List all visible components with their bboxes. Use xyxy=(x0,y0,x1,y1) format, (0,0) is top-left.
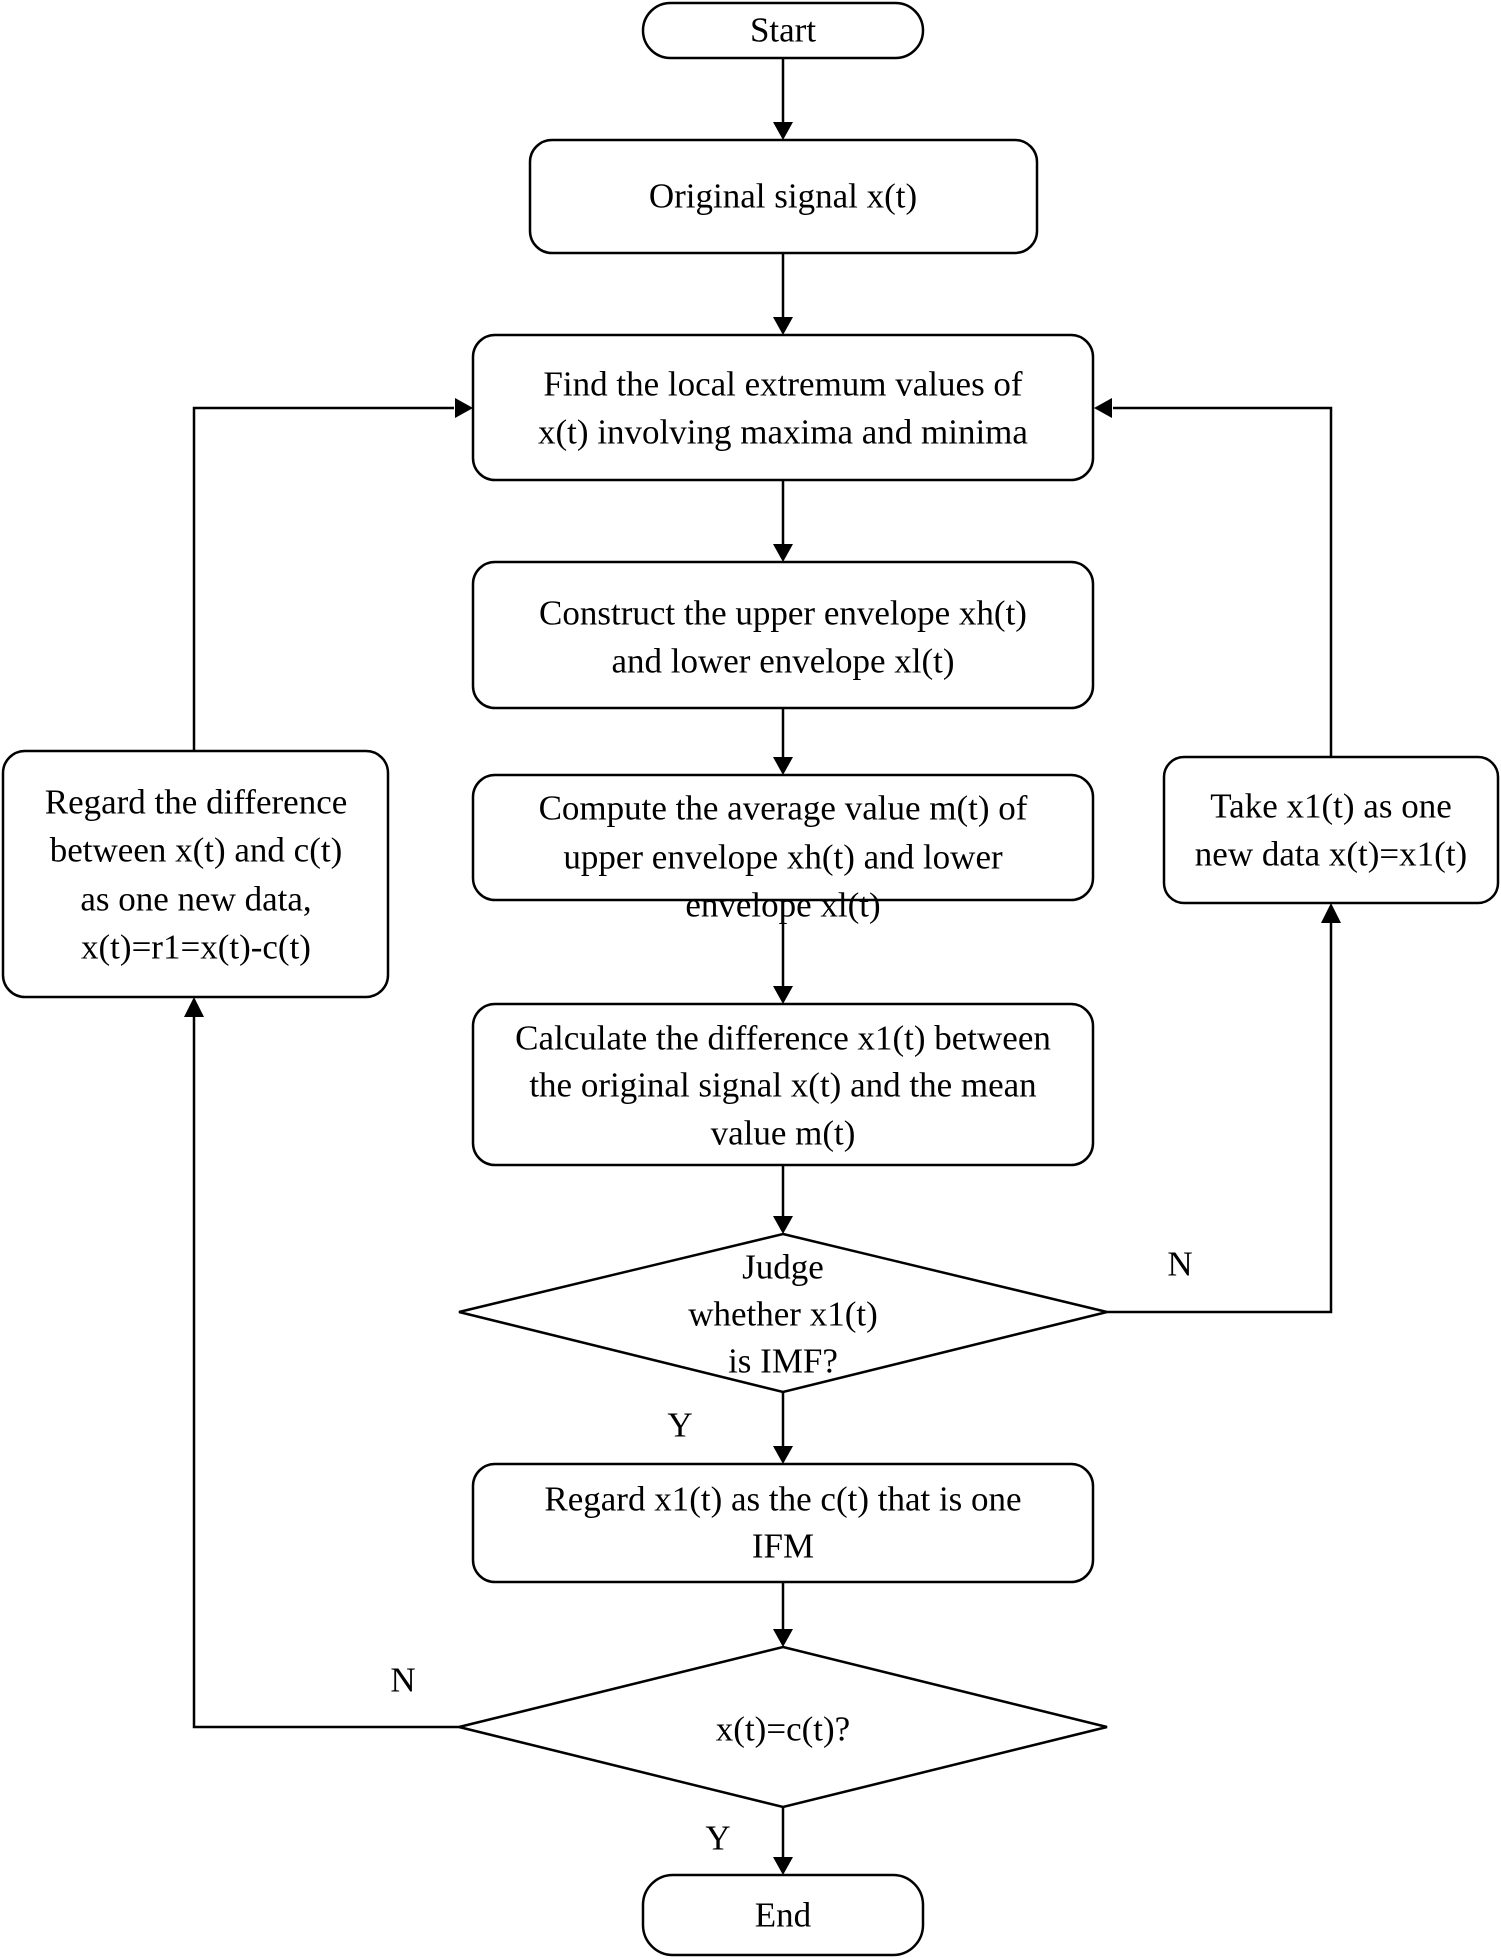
calculate-difference-line1: Calculate the difference x1(t) between xyxy=(515,1019,1051,1058)
connector-check-no-to-difference xyxy=(192,1016,459,1729)
end-terminal: End xyxy=(641,1873,925,1957)
connectors xyxy=(184,58,1341,1875)
arrowhead-take xyxy=(1321,903,1341,923)
find-extrema-box: Find the local extremum values of x(t) i… xyxy=(471,333,1095,482)
regard-difference-line3: as one new data, xyxy=(80,880,311,919)
arrowhead-end xyxy=(773,1857,793,1875)
regard-difference-box: Regard the difference between x(t) and c… xyxy=(1,749,390,999)
arrowhead-difference xyxy=(184,997,204,1017)
regard-difference-line4: x(t)=r1=x(t)-c(t) xyxy=(81,928,311,967)
judge-imf-line2: whether x1(t) xyxy=(688,1295,878,1334)
construct-envelope-line2: and lower envelope xl(t) xyxy=(611,642,954,681)
arrowhead-find-left xyxy=(455,398,473,418)
construct-envelope-line1: Construct the upper envelope xh(t) xyxy=(539,594,1027,633)
arrowhead-construct xyxy=(773,544,793,562)
calculate-difference-box: Calculate the difference x1(t) between t… xyxy=(471,1002,1095,1167)
judge-no-label: N xyxy=(1167,1245,1192,1284)
start-label: Start xyxy=(750,11,816,50)
arrowhead-find-right xyxy=(1094,398,1112,418)
regard-component-line2: IFM xyxy=(752,1527,814,1566)
compute-mean-line2: upper envelope xh(t) and lower xyxy=(563,838,1003,877)
connector-difference-to-find xyxy=(192,406,454,751)
arrowhead-judge xyxy=(773,1216,793,1234)
arrowhead-original xyxy=(773,122,793,140)
arrowhead-calculate xyxy=(773,986,793,1004)
regard-component-line1: Regard x1(t) as the c(t) that is one xyxy=(544,1480,1021,1519)
connector-take-to-find xyxy=(1113,406,1333,757)
take-new-data-line2: new data x(t)=x1(t) xyxy=(1195,835,1467,874)
arrowhead-check xyxy=(773,1629,793,1647)
original-signal-box: Original signal x(t) xyxy=(528,138,1039,255)
judge-imf-line1: Judge xyxy=(742,1248,824,1287)
end-label: End xyxy=(755,1896,812,1935)
calculate-difference-line2: the original signal x(t) and the mean xyxy=(529,1066,1036,1105)
regard-difference-line1: Regard the difference xyxy=(45,783,348,822)
find-extrema-line1: Find the local extremum values of xyxy=(543,365,1023,404)
arrowhead-compute xyxy=(773,757,793,775)
take-new-data-line1: Take x1(t) as one xyxy=(1210,787,1451,826)
construct-envelope-box: Construct the upper envelope xh(t) and l… xyxy=(471,560,1095,710)
check-equal-label: x(t)=c(t)? xyxy=(716,1710,850,1749)
check-yes-label: Y xyxy=(705,1819,730,1858)
original-signal-label: Original signal x(t) xyxy=(649,177,917,216)
calculate-difference-line3: value m(t) xyxy=(711,1114,856,1153)
judge-imf-line3: is IMF? xyxy=(728,1342,838,1381)
connector-judge-no-to-take xyxy=(1107,922,1333,1314)
judge-yes-label: Y xyxy=(667,1406,692,1445)
start-terminal: Start xyxy=(641,1,925,60)
find-extrema-line2: x(t) involving maxima and minima xyxy=(538,413,1028,452)
compute-mean-line1: Compute the average value m(t) of xyxy=(539,789,1028,828)
check-equal-decision: x(t)=c(t)? xyxy=(458,1645,1108,1809)
judge-imf-decision: Judge whether x1(t) is IMF? xyxy=(458,1232,1108,1394)
arrowhead-find xyxy=(773,317,793,335)
check-no-label: N xyxy=(390,1661,415,1700)
regard-component-box: Regard x1(t) as the c(t) that is one IFM xyxy=(471,1462,1095,1584)
take-new-data-box: Take x1(t) as one new data x(t)=x1(t) xyxy=(1162,755,1500,905)
compute-mean-line3: envelope xl(t) xyxy=(685,886,880,925)
regard-difference-line2: between x(t) and c(t) xyxy=(50,831,343,870)
compute-mean-box: Compute the average value m(t) of upper … xyxy=(471,773,1095,925)
arrowhead-regard xyxy=(773,1446,793,1464)
